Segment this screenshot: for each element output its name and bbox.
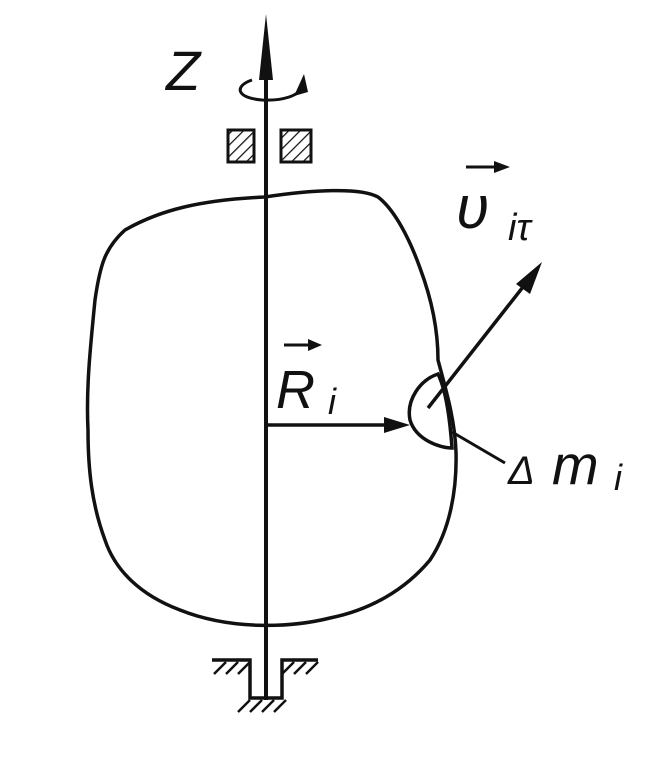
velocity-subscript: iτ xyxy=(508,207,533,249)
velocity-vector xyxy=(426,276,532,410)
velocity-arrowhead xyxy=(516,262,542,294)
mass-symbol: m xyxy=(552,433,599,496)
rotation-arrowhead xyxy=(294,74,308,96)
top-bearing xyxy=(226,128,313,164)
mass-subscript: i xyxy=(614,457,623,498)
radius-arrowhead xyxy=(384,417,410,433)
mass-element xyxy=(407,371,454,450)
velocity-label: υ iτ xyxy=(456,161,533,249)
radius-label: R i xyxy=(276,339,337,422)
rotation-arrow xyxy=(238,78,304,102)
radius-subscript: i xyxy=(328,381,337,422)
bottom-bearing xyxy=(212,658,319,713)
axis-label: Z xyxy=(164,39,202,102)
velocity-symbol: υ xyxy=(456,174,489,241)
z-axis-arrowhead xyxy=(259,14,273,80)
body-outline xyxy=(85,188,458,628)
mass-leader-line xyxy=(451,430,506,465)
radius-symbol: R xyxy=(276,360,315,420)
mass-prefix: Δ xyxy=(507,449,535,493)
mass-label: Δ m i xyxy=(507,433,623,498)
